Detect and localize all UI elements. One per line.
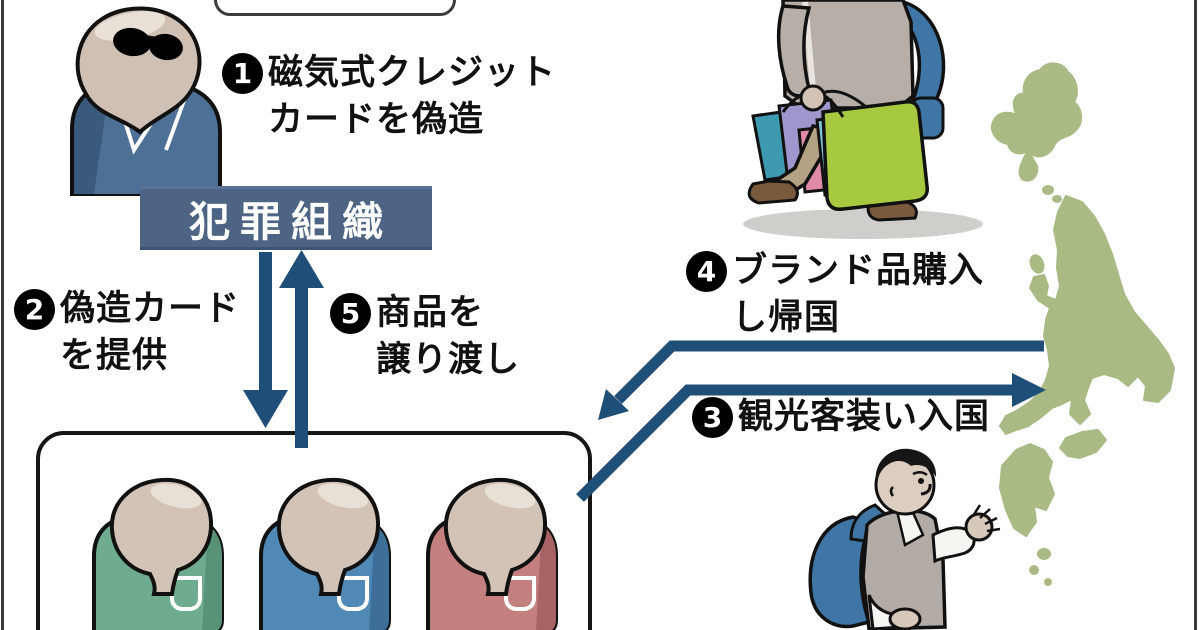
tourist-vest: [861, 508, 947, 630]
shopper-with-brand-bags-icon: [743, 0, 983, 239]
map-islet: [1044, 578, 1052, 586]
boss-body-shade: [74, 89, 108, 194]
step-2-line2: を提供: [60, 335, 169, 376]
tourist-backpack: [808, 515, 874, 629]
member-head-highlight: [484, 483, 536, 509]
left-frame-line: [1, 0, 4, 630]
step-4: 4 ブランド品購入 し帰国: [686, 248, 984, 341]
arrow-down-provide-cards-icon: [243, 252, 288, 428]
step-1-line1: 磁気式クレジット: [268, 53, 557, 93]
member-head: [276, 477, 381, 596]
step-3-text: 観光客装い入国: [738, 394, 990, 441]
member-pocket: [504, 576, 536, 611]
criminal-boss-sunglasses-icon: [70, 6, 222, 196]
step-3-line1: 観光客装い入国: [738, 397, 991, 437]
member-head: [109, 477, 214, 596]
map-hokkaido: [990, 62, 1082, 158]
member-head-highlight: [317, 483, 369, 509]
step-2: 2 偽造カード を提供: [14, 286, 240, 379]
step-5-badge: 5: [330, 293, 371, 334]
shopper-shadow: [743, 209, 983, 239]
step-5: 5 商品を 譲り渡し: [330, 290, 520, 383]
step-1-badge: 1: [222, 53, 263, 94]
step-2-badge: 2: [14, 289, 55, 330]
step-4-line1: ブランド品購入: [732, 251, 985, 291]
gang-member-green-icon: [92, 477, 224, 630]
member-body-shade: [530, 518, 556, 630]
arrow-up-hand-over-goods-icon: [279, 250, 324, 448]
member-pocket: [337, 576, 369, 611]
step-4-line2: し帰国: [732, 297, 841, 338]
tourist-waving-hand: [964, 504, 1001, 542]
boss-sunglasses-icon: [113, 27, 183, 61]
step-5-line1: 商品を: [376, 293, 485, 333]
step-1-text: 磁気式クレジット カードを偽造: [268, 50, 556, 143]
step-5-text: 商品を 譲り渡し: [376, 290, 520, 383]
map-sado-island: [1029, 254, 1045, 274]
member-pocket: [170, 576, 202, 611]
boss-head-highlight: [94, 11, 166, 41]
map-islet: [1042, 185, 1054, 195]
right-frame-line: [1194, 0, 1197, 630]
map-islet: [1052, 195, 1062, 203]
shopper-front-shoe: [747, 179, 799, 205]
map-honshu: [999, 195, 1175, 435]
step-1-line2: カードを偽造: [268, 99, 485, 140]
criminal-organization-box: 犯罪組織: [140, 186, 432, 250]
member-head: [443, 477, 548, 596]
shopping-bag-green: [821, 99, 929, 212]
cropped-title-box: [214, 0, 456, 16]
tourist-hand: [888, 607, 922, 630]
shopper-hand: [799, 84, 827, 112]
tourist-with-backpack-icon: [808, 448, 1001, 630]
step-4-badge: 4: [686, 251, 727, 292]
step-4-text: ブランド品購入 し帰国: [732, 248, 984, 341]
gang-member-blue-icon: [259, 477, 391, 630]
step-5-line2: 譲り渡し: [376, 339, 521, 380]
member-body-shade: [363, 518, 389, 630]
map-shikoku: [1059, 429, 1107, 459]
japan-map-icon: [990, 62, 1175, 586]
map-hokkaido-peninsula: [1018, 149, 1039, 182]
tourist-waving-arm: [931, 526, 976, 564]
map-islet: [1037, 548, 1051, 560]
step-1: 1 磁気式クレジット カードを偽造: [222, 50, 556, 143]
member-body-shade: [196, 518, 222, 630]
member-head-highlight: [150, 483, 202, 509]
step-2-text: 偽造カード を提供: [60, 286, 240, 379]
step-2-line1: 偽造カード: [60, 289, 241, 329]
gang-member-red-icon: [426, 477, 558, 630]
step-3: 3 観光客装い入国: [692, 394, 990, 441]
map-islet: [1029, 565, 1039, 575]
step-3-badge: 3: [692, 397, 733, 438]
